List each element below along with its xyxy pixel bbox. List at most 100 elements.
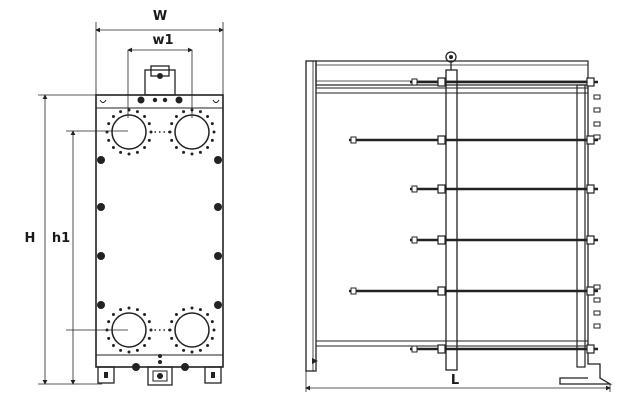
- bolt-icon: [152, 97, 158, 103]
- nut-icon: [586, 344, 595, 354]
- bolt-icon: [175, 96, 183, 104]
- pressure-plate: [445, 69, 458, 371]
- port-circle: [174, 114, 210, 150]
- foot-center-hole: [157, 373, 163, 379]
- bolt-icon: [182, 348, 186, 352]
- port-circle: [111, 312, 147, 348]
- bolt-icon: [214, 301, 222, 309]
- bolt-icon: [143, 114, 147, 118]
- bolt-icon: [158, 354, 162, 358]
- nut-icon: [586, 184, 595, 194]
- foot-right-hole: [211, 372, 215, 378]
- bolt-icon: [182, 308, 186, 312]
- bolt-icon: [143, 344, 147, 348]
- connector-icon: [593, 284, 601, 290]
- bolt-icon: [135, 110, 139, 114]
- bolt-icon: [119, 110, 123, 114]
- label-w1: w1: [152, 33, 173, 48]
- bolt-icon: [206, 312, 210, 316]
- nut-icon: [437, 344, 446, 354]
- foot-center-inner: [152, 370, 168, 382]
- bolt-icon: [119, 308, 123, 312]
- bottom-guide-bar: [315, 340, 589, 347]
- bolt-icon: [147, 138, 151, 142]
- bolt-icon: [111, 146, 115, 150]
- bolt-icon: [162, 97, 168, 103]
- bolt-icon: [127, 152, 131, 156]
- bolt-icon: [174, 312, 178, 316]
- label-h1: h1: [52, 231, 70, 246]
- side-view: L: [305, 51, 613, 392]
- nut-icon: [437, 135, 446, 145]
- bolt-icon: [206, 344, 210, 348]
- nut-icon: [586, 135, 595, 145]
- bolt-icon: [214, 156, 222, 164]
- bolt-icon: [97, 252, 105, 260]
- port-circle: [111, 114, 147, 150]
- bolt-icon: [97, 203, 105, 211]
- tie-rod: [349, 286, 598, 296]
- connector-icon: [593, 297, 601, 303]
- port-icon: [168, 108, 216, 156]
- foot-right: [204, 366, 222, 384]
- bolt-icon: [111, 312, 115, 316]
- nut-icon: [411, 236, 418, 244]
- bolt-icon: [206, 146, 210, 150]
- connector-icon: [593, 94, 601, 100]
- port-icon: [168, 306, 216, 354]
- label-h: H: [25, 231, 36, 246]
- bolt-icon: [190, 108, 194, 112]
- nut-icon: [411, 345, 418, 353]
- nut-icon: [350, 287, 357, 295]
- nut-icon: [437, 286, 446, 296]
- tie-rod: [410, 77, 598, 87]
- nut-icon: [437, 77, 446, 87]
- ports-group: [105, 108, 216, 354]
- port-icon: [105, 306, 153, 354]
- bolt-icon: [190, 350, 194, 354]
- side-bolts-group: [97, 156, 222, 309]
- frame-plate: [95, 94, 224, 368]
- bolt-icon: [182, 110, 186, 114]
- connector-icon: [593, 121, 601, 127]
- bolt-icon: [212, 130, 216, 134]
- bolt-icon: [132, 363, 140, 371]
- bolt-icon: [105, 328, 109, 332]
- bolt-icon: [158, 360, 162, 364]
- port-circle: [174, 312, 210, 348]
- bolt-icon: [107, 336, 111, 340]
- nut-icon: [586, 235, 595, 245]
- bolt-icon: [137, 96, 145, 104]
- notch-tr: [212, 99, 220, 103]
- bolt-icon: [107, 138, 111, 142]
- lug-hole: [449, 55, 453, 59]
- top-guide-rail: [315, 87, 589, 94]
- nut-icon: [586, 286, 595, 296]
- connector-icon: [593, 134, 601, 140]
- bolt-icon: [206, 114, 210, 118]
- bolt-icon: [147, 122, 151, 126]
- bolt-icon: [182, 150, 186, 154]
- lug-hole: [157, 73, 163, 79]
- nut-icon: [350, 136, 357, 144]
- tie-rod: [349, 135, 598, 145]
- label-l: L: [451, 373, 459, 388]
- bolt-icon: [198, 150, 202, 154]
- bolt-icon: [111, 114, 115, 118]
- bolt-icon: [135, 348, 139, 352]
- bolt-icon: [198, 110, 202, 114]
- bolt-icon: [147, 320, 151, 324]
- bolt-icon: [174, 146, 178, 150]
- bolt-icon: [143, 312, 147, 316]
- bolt-icon: [181, 363, 189, 371]
- rear-support: [559, 85, 613, 385]
- bolt-icon: [143, 146, 147, 150]
- bolt-icon: [147, 336, 151, 340]
- bolt-icon: [119, 348, 123, 352]
- nut-icon: [411, 185, 418, 193]
- front-view: W w1 H h1: [25, 9, 224, 386]
- bolt-icon: [190, 152, 194, 156]
- bolt-icon: [97, 301, 105, 309]
- bolt-icon: [170, 122, 174, 126]
